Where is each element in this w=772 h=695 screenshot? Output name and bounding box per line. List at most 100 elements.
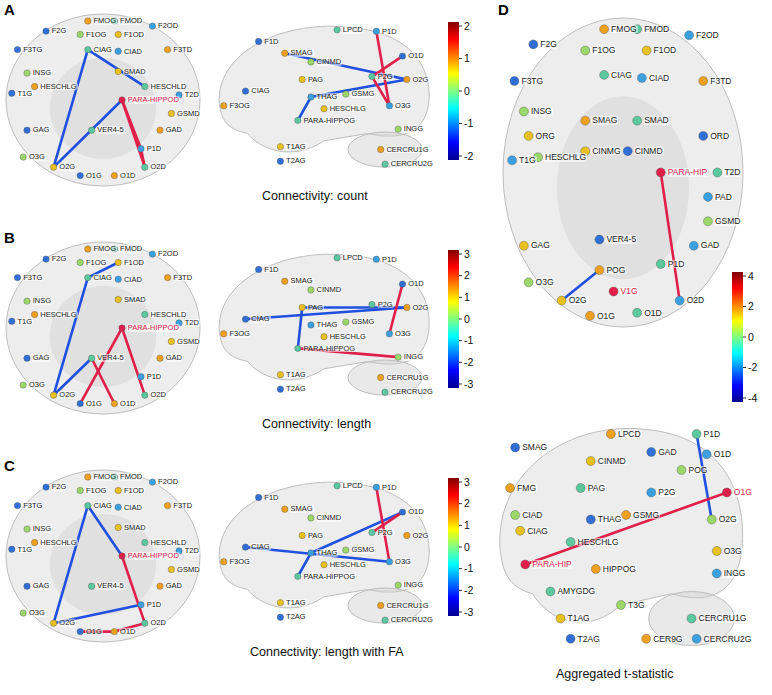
region-dot (115, 276, 121, 282)
region-dot (373, 28, 379, 34)
region-dot (404, 304, 410, 310)
connection-line (92, 358, 115, 403)
region-label: F1OD (123, 31, 145, 39)
region-label: CINMD (597, 457, 627, 466)
region-label: CIAG (93, 274, 113, 282)
colorbar-tick: -1 (464, 118, 473, 129)
region-label: GSMD (714, 217, 742, 226)
colorbar (448, 250, 459, 388)
region-dot (703, 192, 712, 201)
region-dot (168, 338, 174, 344)
region-label: CIAG (526, 527, 549, 536)
region-label: F1OD (123, 487, 145, 495)
region-label: FMOG (93, 17, 118, 25)
brain-view (219, 254, 429, 395)
region-label: HESCHLD (150, 311, 188, 319)
region-dot (221, 103, 227, 109)
region-label: O2D (150, 619, 167, 627)
region-dot (14, 274, 20, 280)
region-label: F3TG (520, 77, 544, 86)
region-label: PAD (714, 193, 733, 202)
region-dot (115, 487, 121, 493)
region-label: PARA-HIPPOD (127, 552, 180, 560)
region-dot (242, 316, 248, 322)
region-dot (581, 46, 590, 55)
region-dot (85, 274, 91, 280)
colorbar-tick: 0 (748, 332, 754, 343)
region-dot (308, 287, 314, 293)
region-dot (617, 601, 626, 610)
region-dot (519, 107, 528, 116)
region-dot (511, 443, 520, 452)
tick-mark (743, 306, 746, 307)
region-label: V1G (620, 287, 639, 296)
tick-mark (459, 525, 462, 526)
region-label: HESCHLG (39, 83, 77, 91)
region-label: CINMD (316, 514, 343, 522)
region-label: O1D (119, 172, 136, 180)
region-label: F2G (539, 40, 558, 49)
region-label: P1D (146, 601, 163, 609)
region-label: F1OG (591, 46, 616, 55)
region-label: HESCHLG (329, 105, 367, 113)
region-dot (524, 131, 533, 140)
region-label: F3OG (228, 330, 250, 338)
region-label: HESCHLG (544, 153, 587, 162)
region-dot (24, 583, 30, 589)
region-label: T1AG (567, 614, 591, 623)
region-label: PARA-HIPPOG (303, 117, 357, 125)
region-label: VER4-5 (605, 235, 637, 244)
colorbar (448, 478, 459, 616)
region-label: CERCRU1G (385, 602, 429, 610)
region-label: O3G (394, 558, 412, 566)
region-label: CER9G (652, 635, 683, 644)
region-label: CINMD (316, 58, 343, 66)
region-dot (142, 392, 148, 398)
region-dot (623, 147, 632, 156)
colorbar-tick: 3 (464, 477, 470, 488)
region-label: HESCHLG (39, 539, 77, 547)
connection-line (285, 53, 407, 79)
region-label: O1D (119, 400, 136, 408)
region-label: O1G (85, 628, 103, 636)
region-label: INGG (403, 353, 424, 361)
region-label: LPCD (617, 430, 642, 439)
region-dot (255, 494, 261, 500)
region-dot (722, 488, 731, 497)
brain-view (6, 14, 200, 186)
region-dot (382, 617, 388, 623)
panel-letter: C (4, 458, 15, 473)
region-label: O2G (568, 296, 588, 305)
region-dot (656, 168, 665, 177)
connection-line (661, 173, 680, 301)
region-label: AMYGDG (556, 587, 596, 596)
region-dot (308, 94, 314, 100)
tick-mark (459, 547, 462, 548)
region-label: T1AG (285, 143, 307, 151)
region-dot (168, 566, 174, 572)
colorbar-tick: 2 (464, 270, 470, 281)
brain-outline (6, 470, 200, 642)
connection-line (525, 493, 727, 565)
region-label: CERCRU2G (390, 616, 434, 624)
region-dot (119, 553, 125, 559)
region-dot (115, 296, 121, 302)
region-dot (295, 117, 301, 123)
region-label: GSMG (351, 546, 376, 554)
region-dot (386, 103, 392, 109)
region-dot (308, 515, 314, 521)
region-dot (685, 31, 694, 40)
region-dot (77, 172, 83, 178)
tick-mark (459, 26, 462, 27)
colorbar-tick: 2 (464, 498, 470, 509)
panel-caption: Connectivity: length (262, 418, 371, 431)
region-dot (255, 38, 261, 44)
region-label: CERCRU1G (698, 614, 748, 623)
tick-mark (743, 276, 746, 277)
colorbar-tick: 3 (464, 249, 470, 260)
region-dot (395, 582, 401, 588)
region-dot (111, 400, 117, 406)
region-label: INGG (723, 569, 747, 578)
region-dot (321, 333, 327, 339)
